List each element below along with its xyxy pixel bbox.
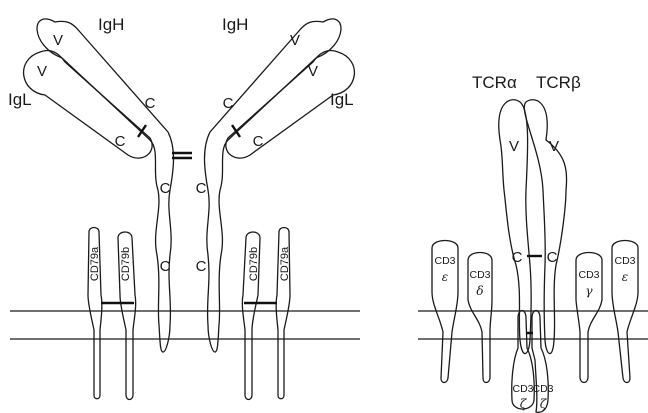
cd3-gamma-label: CD3 [578, 269, 599, 281]
cd3-zeta-right-label: CD3 [532, 383, 553, 395]
cd3-delta-greek: δ [476, 284, 483, 298]
v-domain-heavy-right: V [290, 32, 300, 49]
tcr-beta-label: TCRβ [536, 73, 581, 92]
cd3-zeta-right-greek: ζ [540, 397, 548, 411]
igh-right-label: IgH [222, 15, 248, 34]
c-domain-heavy-right-3: C [196, 258, 207, 275]
c-domain-light-left: C [115, 133, 126, 150]
igl-right-label: IgL [330, 90, 354, 109]
c-domain-tcr-beta: C [547, 249, 558, 266]
v-domain-light-right: V [308, 63, 318, 80]
c-domain-heavy-right-1: C [223, 95, 234, 112]
cd3-gamma-greek: γ [585, 284, 593, 298]
v-domain-light-left: V [37, 63, 47, 80]
c-domain-heavy-left-3: C [160, 258, 171, 275]
cd79a-left-label: CD79a [89, 246, 101, 281]
cd3-epsilon-right-label: CD3 [614, 255, 635, 267]
tcr-alpha-label: TCRα [472, 73, 517, 92]
cd3-epsilon-right-greek: ε [622, 270, 628, 284]
c-domain-heavy-right-2: C [196, 180, 207, 197]
cd79b-right-label: CD79b [248, 247, 260, 281]
v-domain-tcr-beta: V [549, 138, 559, 155]
igh-left-label: IgH [98, 15, 124, 34]
cd3-epsilon-left-label: CD3 [434, 255, 455, 267]
c-domain-heavy-left-2: C [160, 180, 171, 197]
c-domain-heavy-left-1: C [145, 95, 156, 112]
tcr-membrane [418, 311, 648, 339]
cd3-epsilon-left-greek: ε [442, 270, 448, 284]
c-domain-tcr-alpha: C [512, 249, 523, 266]
tcr-complex: TCRα TCRβ V V C C CD3 ε CD3 δ CD3 γ CD3 … [432, 73, 638, 412]
cd3-delta-label: CD3 [469, 269, 490, 281]
cd79a-right-label: CD79a [279, 246, 291, 281]
v-domain-tcr-alpha: V [509, 138, 519, 155]
c-domain-light-right: C [253, 133, 264, 150]
bcr-membrane [10, 311, 360, 339]
cd3-zeta-left-label: CD3 [512, 383, 533, 395]
cd79b-left-label: CD79b [120, 247, 132, 281]
v-domain-heavy-left: V [53, 32, 63, 49]
bcr-complex: IgH IgH IgL IgL V V C C C C V V C C C C … [8, 15, 354, 400]
igl-left-label: IgL [8, 90, 32, 109]
